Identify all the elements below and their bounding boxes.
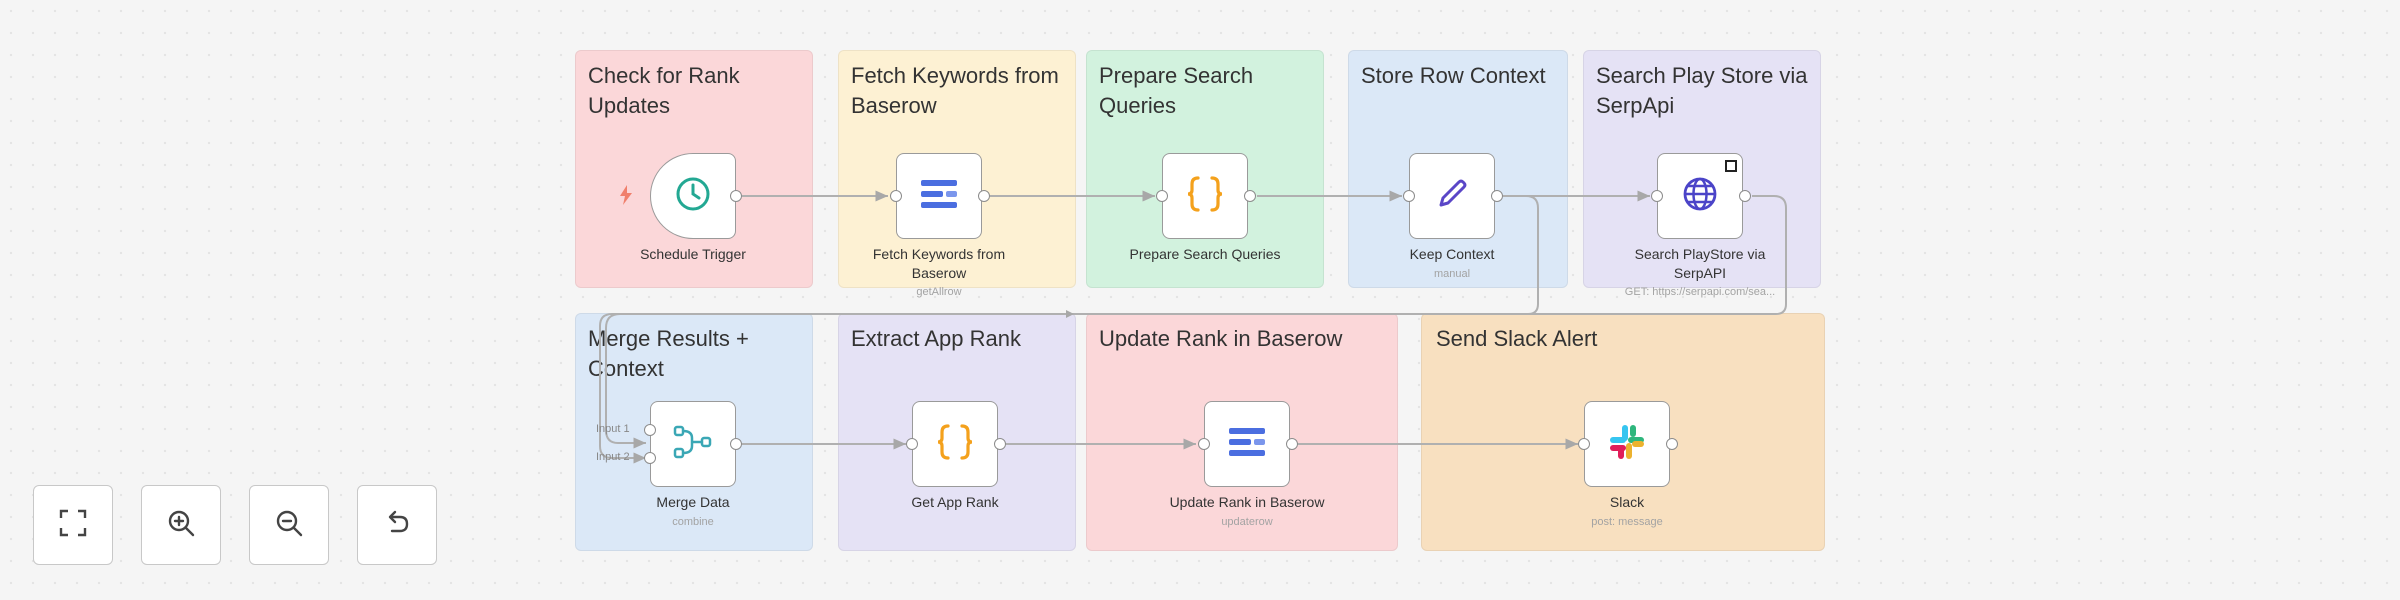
input-1-label: Input 1 [596, 423, 630, 435]
merge-data-node[interactable] [650, 401, 736, 487]
group-title: Merge Results + Context [588, 326, 749, 381]
expand-icon[interactable] [1725, 159, 1737, 177]
input-port[interactable] [1403, 190, 1415, 202]
search-playstore-node[interactable] [1657, 153, 1743, 239]
group-title: Fetch Keywords from Baserow [851, 63, 1059, 118]
group-title: Extract App Rank [851, 326, 1021, 351]
input-port-1[interactable] [644, 424, 656, 436]
fit-view-button[interactable] [33, 485, 113, 565]
node-label: Merge Data [656, 494, 730, 510]
get-app-rank-node[interactable] [912, 401, 998, 487]
prepare-queries-node[interactable] [1162, 153, 1248, 239]
input-port-2[interactable] [644, 452, 656, 464]
node-label: Schedule Trigger [640, 246, 746, 262]
output-port[interactable] [1666, 438, 1678, 450]
output-port[interactable] [994, 438, 1006, 450]
output-port[interactable] [730, 438, 742, 450]
node-label: Keep Context [1409, 246, 1495, 262]
reset-zoom-button[interactable] [357, 485, 437, 565]
node-subtitle: GET: https://serpapi.com/sea... [1624, 286, 1776, 298]
output-port[interactable] [1286, 438, 1298, 450]
keep-context-node[interactable] [1409, 153, 1495, 239]
output-port[interactable] [1491, 190, 1503, 202]
group-title: Search Play Store via SerpApi [1596, 63, 1808, 118]
fullscreen-icon [58, 508, 88, 543]
node-subtitle: getAllrow [916, 286, 962, 298]
input-port[interactable] [1198, 438, 1210, 450]
zoom-out-icon [274, 508, 304, 543]
zoom-in-button[interactable] [141, 485, 221, 565]
node-label: Prepare Search Queries [1129, 246, 1281, 262]
node-label: Update Rank in Baserow [1169, 494, 1325, 510]
input-port[interactable] [1156, 190, 1168, 202]
group-title: Update Rank in Baserow [1099, 326, 1343, 351]
merge-icon [672, 422, 714, 467]
output-port[interactable] [1244, 190, 1256, 202]
undo-icon [382, 508, 412, 543]
output-port[interactable] [1739, 190, 1751, 202]
fetch-keywords-node[interactable] [896, 153, 982, 239]
node-subtitle: combine [672, 516, 714, 528]
input-port[interactable] [906, 438, 918, 450]
group-title: Prepare Search Queries [1099, 63, 1254, 118]
zoom-in-icon [166, 508, 196, 543]
trigger-bolt-icon [618, 184, 634, 211]
group-title: Store Row Context [1361, 63, 1546, 88]
pencil-icon [1432, 174, 1472, 219]
zoom-out-button[interactable] [249, 485, 329, 565]
input-2-label: Input 2 [596, 451, 630, 463]
node-subtitle: updaterow [1221, 516, 1273, 528]
node-label: Slack [1609, 494, 1645, 510]
schedule-trigger-node[interactable] [650, 153, 736, 239]
baserow-icon [1227, 424, 1267, 465]
output-port[interactable] [730, 190, 742, 202]
input-port[interactable] [1651, 190, 1663, 202]
code-braces-icon [1184, 174, 1226, 219]
group-title: Send Slack Alert [1436, 326, 1598, 351]
input-port[interactable] [890, 190, 902, 202]
slack-node[interactable] [1584, 401, 1670, 487]
input-port[interactable] [1578, 438, 1590, 450]
clock-icon [673, 174, 713, 219]
node-label: Fetch Keywords from Baserow [872, 246, 1006, 281]
node-subtitle: manual [1433, 268, 1471, 280]
globe-icon [1680, 174, 1720, 219]
update-rank-node[interactable] [1204, 401, 1290, 487]
node-label: Get App Rank [911, 494, 999, 510]
node-label: Search PlayStore via SerpAPI [1634, 246, 1766, 281]
node-subtitle: post: message [1591, 516, 1663, 528]
slack-logo-icon [1607, 422, 1647, 467]
code-braces-icon [934, 422, 976, 467]
group-title: Check for Rank Updates [588, 63, 740, 118]
output-port[interactable] [978, 190, 990, 202]
baserow-icon [919, 176, 959, 217]
